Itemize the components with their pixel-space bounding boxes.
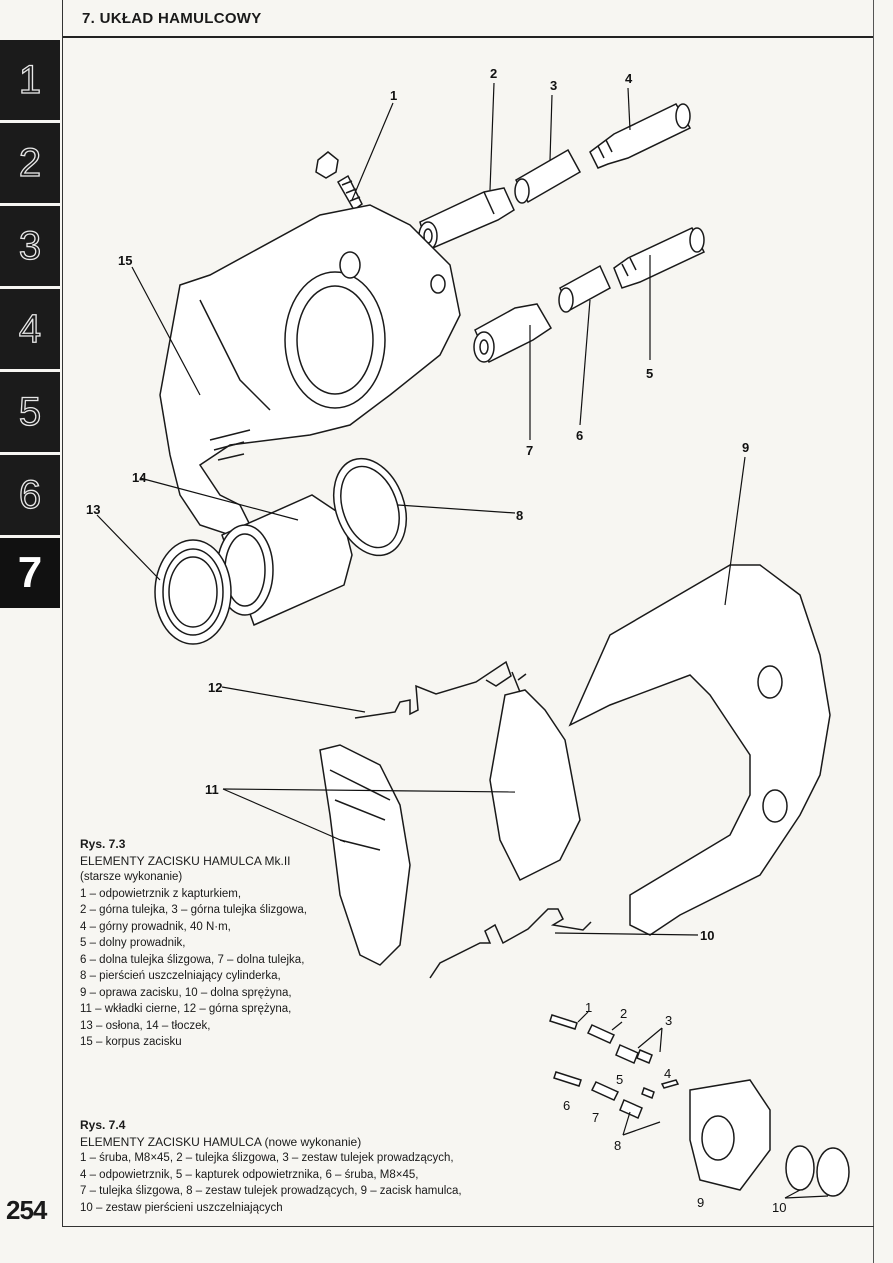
brake-pad-front-part	[489, 671, 581, 882]
callout-8: 8	[516, 508, 523, 523]
chapter-tab-3[interactable]: 3	[0, 206, 60, 286]
lower-spring-part	[429, 908, 592, 979]
upper-spring-part	[354, 660, 512, 719]
dust-boot-part	[154, 539, 232, 645]
chapter-tab-1[interactable]: 1	[0, 40, 60, 120]
chapter-tabs: 1 2 3 4 5 6 7	[0, 40, 62, 611]
legend-item: 10 – zestaw pierścieni uszczelniających	[80, 1201, 283, 1214]
chapter-tab-2[interactable]: 2	[0, 123, 60, 203]
legend-item: 13 – osłona, 14 – tłoczek,	[80, 1019, 211, 1032]
legend-item: 6 – dolna tulejka ślizgowa, 7 – dolna tu…	[80, 953, 305, 966]
brake-pad-rear-part	[319, 744, 411, 966]
callout-3: 3	[550, 78, 557, 93]
legend-item: 4 – górny prowadnik, 40 N·m,	[80, 920, 231, 933]
figure-7-4-caption: Rys. 7.4 ELEMENTY ZACISKU HAMULCA (nowe …	[80, 1117, 530, 1216]
margin-rule	[62, 36, 63, 1226]
legend-item: 8 – pierścień uszczelniający cylinderka,	[80, 970, 281, 982]
callout-1: 1	[390, 88, 397, 103]
callout-9: 9	[742, 440, 749, 455]
callout-4: 4	[625, 71, 633, 86]
legend-item: 1 – odpowietrznik z kapturkiem,	[80, 887, 242, 900]
callout-5: 5	[646, 366, 653, 381]
legend-item: 9 – oprawa zacisku, 10 – dolna sprężyna,	[80, 986, 292, 999]
callout-11: 11	[205, 782, 219, 797]
lower-sleeve-part	[473, 303, 553, 364]
cylinder-seal-ring-part	[333, 457, 407, 557]
callout-2: 2	[490, 66, 497, 81]
figure-7-4-legend: 1 – śruba, M8×45, 2 – tulejka ślizgowa, …	[80, 1150, 530, 1216]
right-edge-rule	[873, 0, 874, 1263]
callout-7: 7	[526, 443, 533, 458]
upper-sleeve-part	[418, 187, 515, 252]
figure-7-3-id: Rys. 7.3	[80, 837, 126, 851]
upper-guide-pin-part	[589, 103, 692, 169]
legend-item: 4 – odpowietrznik, 5 – kapturek odpowiet…	[80, 1168, 419, 1181]
footer-rule	[62, 1226, 874, 1227]
figure-7-3-caption: Rys. 7.3 ELEMENTY ZACISKU HAMULCA Mk.II …	[80, 836, 380, 1051]
figure-7-3-subtitle: (starsze wykonanie)	[80, 871, 183, 883]
new-caliper-inset-drawing: 1 2 3 4 5 6 7 8 9 10	[549, 1000, 850, 1215]
caliper-body-part	[159, 204, 461, 536]
callout-13: 13	[86, 502, 100, 517]
chapter-tab-6[interactable]: 6	[0, 455, 60, 535]
callout-10: 10	[700, 928, 714, 943]
legend-item: 11 – wkładki cierne, 12 – górna sprężyna…	[80, 1003, 292, 1015]
inset-callout-7: 7	[592, 1110, 599, 1125]
caliper-carrier-part	[568, 564, 831, 936]
lower-slide-sleeve-part	[558, 264, 611, 313]
inset-callout-10: 10	[772, 1200, 786, 1215]
inset-callout-4: 4	[664, 1066, 671, 1081]
figure-7-4-title: ELEMENTY ZACISKU HAMULCA (nowe wykonanie…	[80, 1134, 362, 1149]
legend-item: 5 – dolny prowadnik,	[80, 937, 186, 949]
figure-7-3-legend: 1 – odpowietrznik z kapturkiem, 2 – górn…	[80, 886, 380, 1051]
inset-callout-2: 2	[620, 1006, 627, 1021]
chapter-tab-7-active[interactable]: 7	[0, 538, 60, 608]
figure-7-3-title: ELEMENTY ZACISKU HAMULCA Mk.II	[80, 853, 291, 868]
margin-rule-top	[62, 0, 63, 36]
inset-callout-3: 3	[665, 1013, 672, 1028]
callout-14: 14	[132, 470, 147, 485]
chapter-tab-4[interactable]: 4	[0, 289, 60, 369]
inset-callout-1: 1	[585, 1000, 592, 1015]
legend-item: 2 – górna tulejka, 3 – górna tulejka śli…	[80, 904, 307, 916]
inset-callout-8: 8	[614, 1138, 621, 1153]
figure-7-4-id: Rys. 7.4	[80, 1118, 126, 1132]
callout-6: 6	[576, 428, 583, 443]
legend-item: 7 – tulejka ślizgowa, 8 – zestaw tulejek…	[80, 1185, 462, 1197]
upper-slide-sleeve-part	[514, 148, 582, 204]
inset-callout-6: 6	[563, 1098, 570, 1113]
page-number: 254	[6, 1195, 47, 1225]
inset-callout-9: 9	[697, 1195, 704, 1210]
callout-15: 15	[118, 253, 132, 268]
lower-guide-pin-part	[613, 227, 706, 289]
chapter-tab-5[interactable]: 5	[0, 372, 60, 452]
bleeder-valve-part	[315, 151, 363, 212]
header-rule	[62, 36, 874, 38]
inset-callout-5: 5	[616, 1072, 623, 1087]
legend-item: 1 – śruba, M8×45, 2 – tulejka ślizgowa, …	[80, 1152, 454, 1164]
callout-12: 12	[208, 680, 222, 695]
legend-item: 15 – korpus zacisku	[80, 1036, 182, 1048]
page-title: 7. UKŁAD HAMULCOWY	[82, 10, 262, 27]
